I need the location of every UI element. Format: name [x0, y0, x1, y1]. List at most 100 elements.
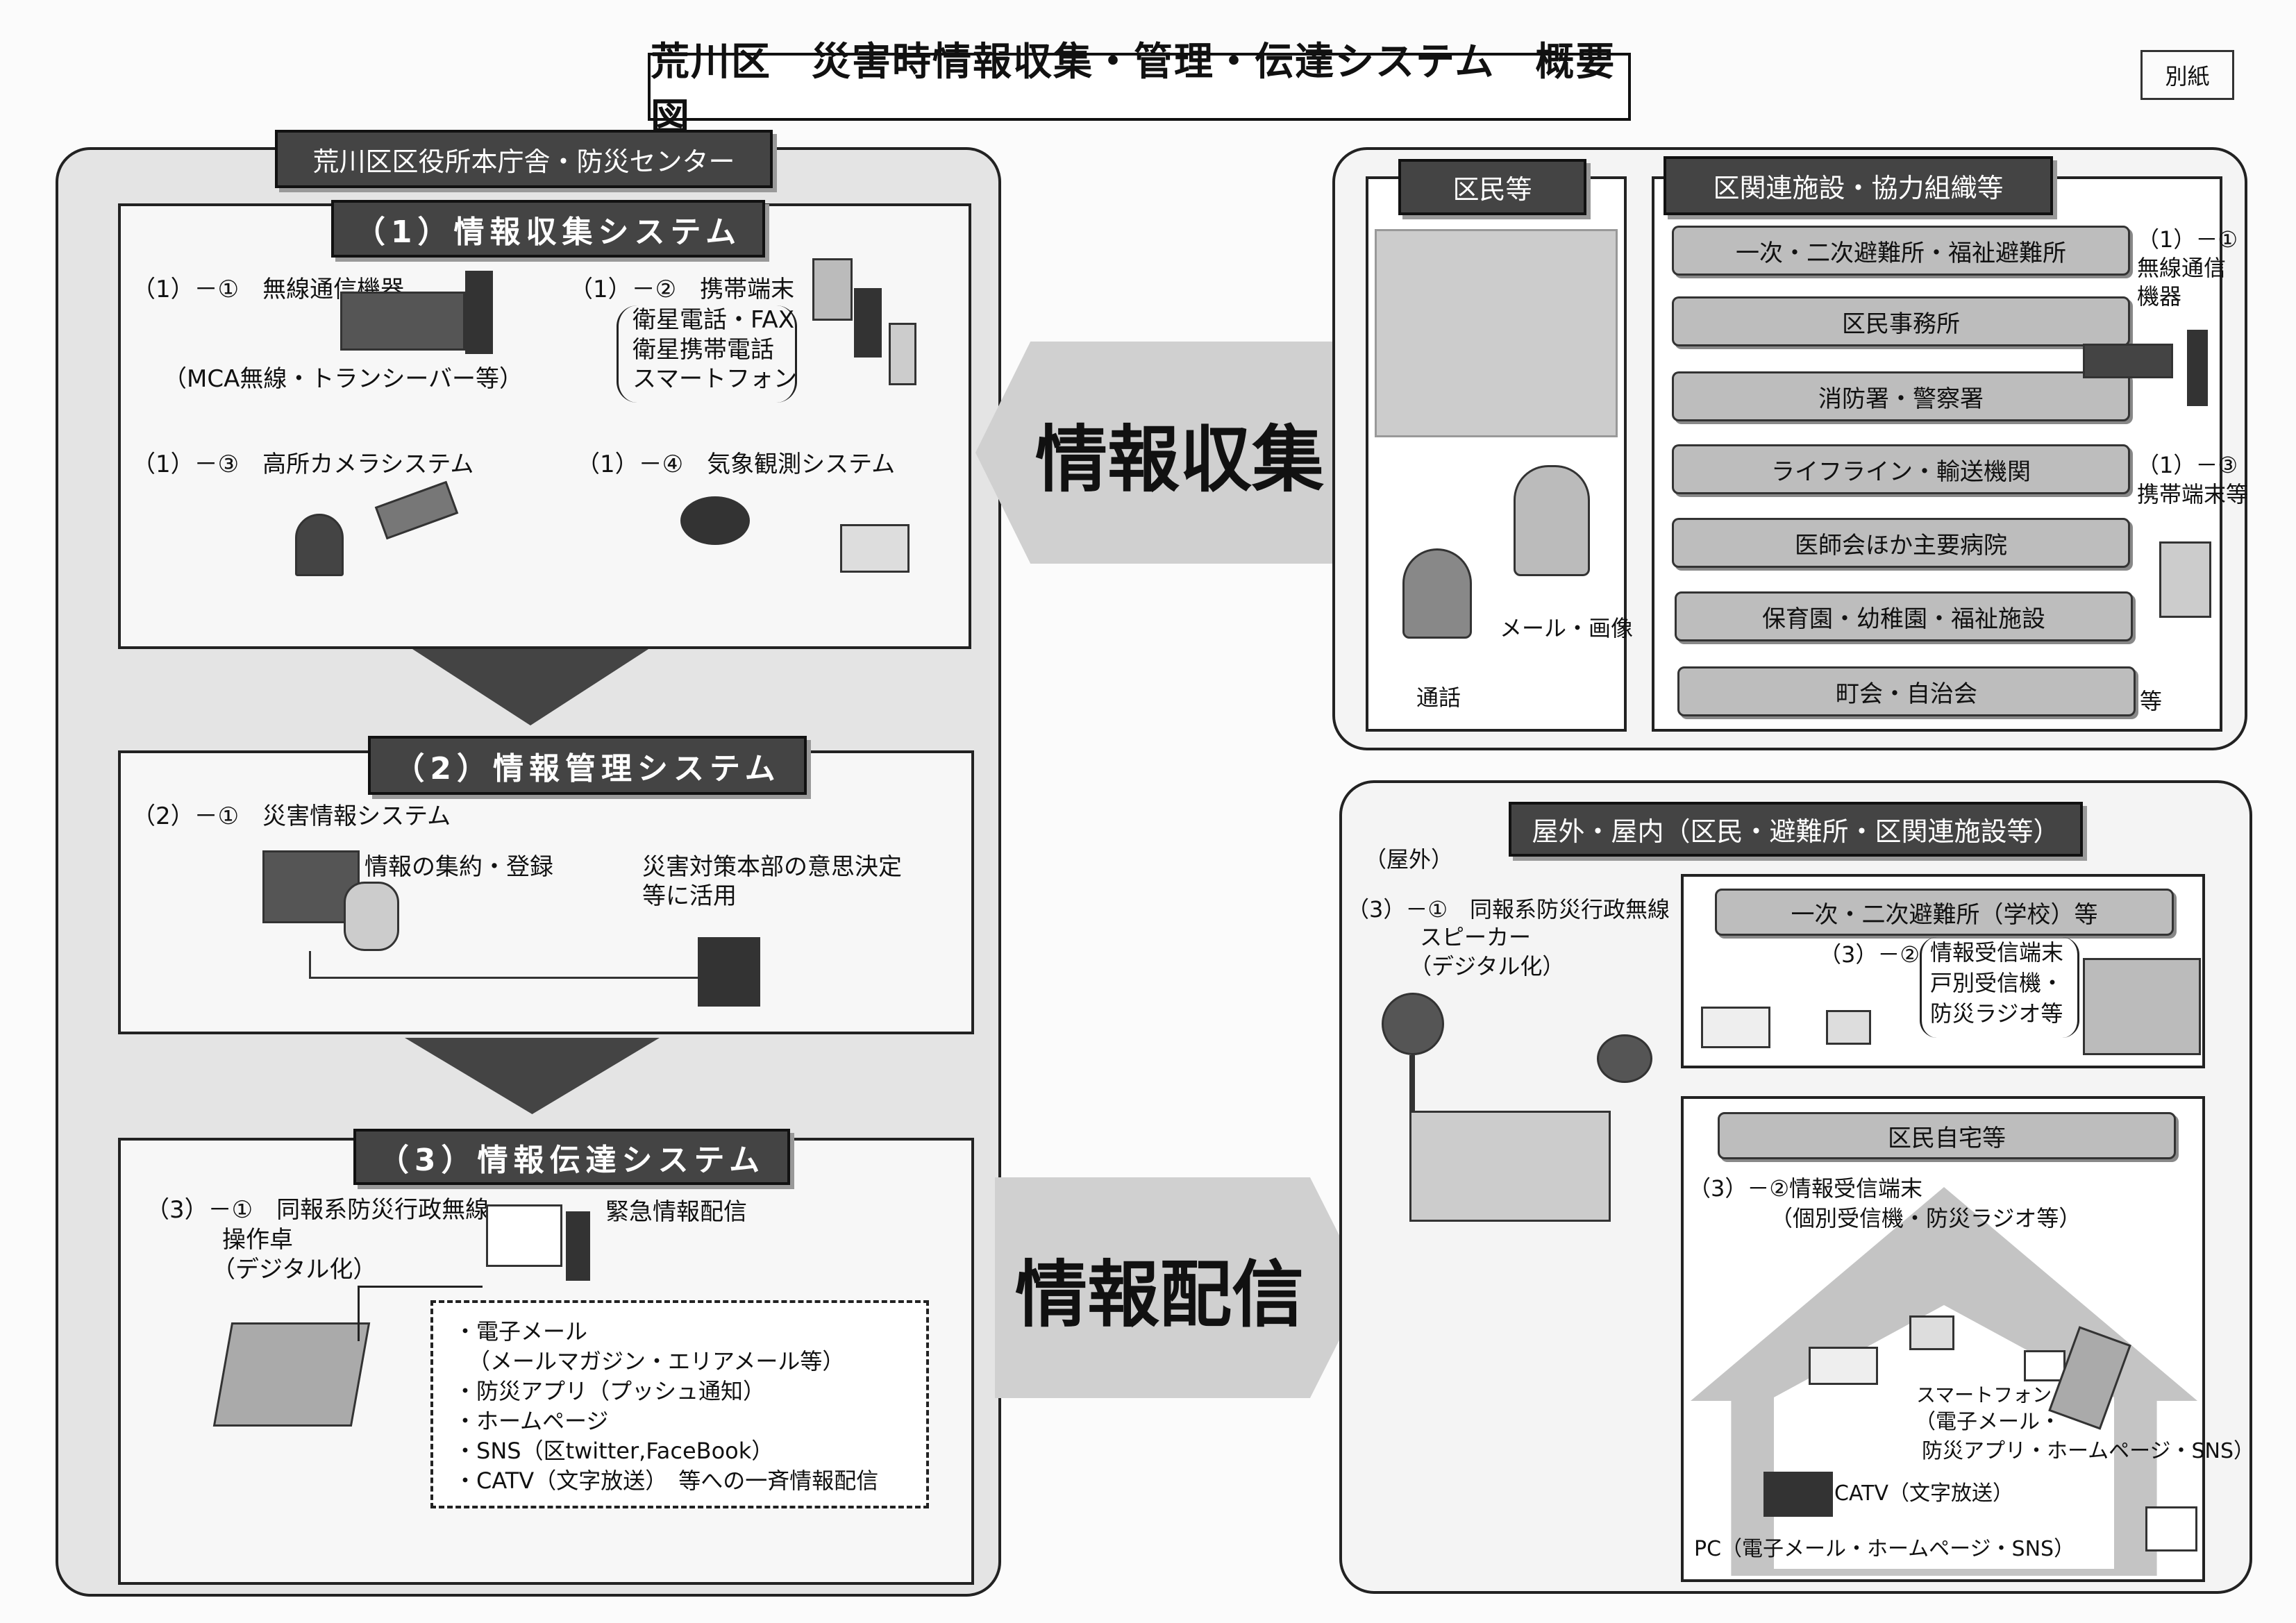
fax-phone-icon — [812, 258, 853, 321]
broadcast-console-label-2: 操作卓 — [222, 1226, 293, 1254]
note-radio-2: 無線通信 — [2137, 255, 2227, 281]
facility-childcare-welfare: 保育園・幼稚園・福祉施設 — [1675, 591, 2133, 641]
desktop-pc-icon — [486, 1204, 562, 1267]
smartphone-uses-1: （電子メール・ — [1915, 1410, 2061, 1434]
speaker-label-3: （デジタル化） — [1409, 953, 1565, 979]
delivery-arrow: 情報配信 — [995, 1177, 1366, 1398]
shelter-terminal-list: 情報受信端末 戸別受信機・ 防災ラジオ等 — [1920, 937, 2079, 1038]
houses-icon — [1409, 1111, 1611, 1222]
home-terminal-label-1: （3）－②情報受信端末 — [1689, 1175, 1923, 1202]
radio-equipment-note: （MCA無線・トランシーバー等） — [163, 365, 523, 393]
disaster-radio-icon — [1826, 1010, 1871, 1045]
facility-ward-office: 区民事務所 — [1672, 296, 2130, 346]
channel-homepage: ・ホームページ — [454, 1408, 609, 1434]
console-connector-line — [358, 1286, 483, 1341]
smartphone-uses-2: 防災アプリ・ホームページ・SNS） — [1922, 1439, 2255, 1463]
outdoor-indoor-header: 屋外・屋内（区民・避難所・区関連施設等） — [1509, 802, 2083, 857]
note-radio-1: （1）－① — [2137, 226, 2238, 253]
decision-use-line2: 等に活用 — [642, 882, 737, 910]
school-icon — [2083, 958, 2201, 1055]
home-pill: 区民自宅等 — [1718, 1112, 2176, 1159]
household-receiver-icon — [1701, 1007, 1770, 1048]
weathervane-icon — [680, 496, 750, 545]
channel-catv: ・CATV（文字放送） 等への一斉情報配信 — [454, 1468, 879, 1494]
residents-header: 区民等 — [1398, 159, 1586, 215]
speaker-label-1: （3）－① 同報系防災行政無線 — [1347, 896, 1670, 923]
disaster-scene-icon — [1375, 229, 1618, 437]
city-hall-header: 荒川区区役所本庁舎・防災センター — [275, 130, 773, 188]
satellite-mobile-phone: 衛星携帯電話 — [632, 335, 774, 364]
satellite-phone-fax: 衛星電話・FAX — [632, 306, 794, 334]
facilities-header: 区関連施設・協力組織等 — [1664, 156, 2053, 215]
shelter-terminal-label: （3）－② — [1819, 941, 1920, 968]
collection-arrow-label: 情報収集 — [1034, 417, 1324, 502]
monitor-icon — [262, 850, 360, 923]
email-envelope-icon — [2024, 1350, 2065, 1381]
facility-fire-police: 消防署・警察署 — [1672, 371, 2130, 421]
speaker-label-2: スピーカー — [1420, 924, 1532, 950]
note-mobile-2: 携帯端末等 — [2137, 481, 2249, 507]
management-system-title: （2）情報管理システム — [368, 736, 807, 795]
database-icon — [344, 882, 399, 951]
connector-line — [309, 951, 698, 979]
collection-system-title: （1）情報収集システム — [331, 200, 765, 258]
server-terminal-icon — [698, 937, 760, 1007]
channel-sns: ・SNS（区twitter,FaceBook） — [454, 1438, 774, 1464]
handheld-radio-icon-2 — [2187, 330, 2208, 406]
household-receiver: 戸別受信機・ — [1930, 970, 2064, 996]
catv-label: CATV（文字放送） — [1834, 1481, 2013, 1506]
home-pc-icon — [2145, 1506, 2197, 1551]
handheld-radio-icon — [465, 271, 493, 354]
laptop-icon — [840, 524, 910, 573]
facility-lifeline-transport: ライフライン・輸送機関 — [1672, 444, 2130, 494]
channel-app: ・防災アプリ（プッシュ通知） — [454, 1378, 766, 1404]
mail-image-label: メール・画像 — [1500, 615, 1634, 641]
smartphone-icon — [889, 323, 916, 385]
radio-transceiver-icon — [340, 292, 465, 351]
household-receiver-icon-2 — [1809, 1347, 1878, 1385]
high-camera-label: （1）－③ 高所カメラシステム — [132, 451, 474, 478]
attachment-label: 別紙 — [2140, 50, 2234, 100]
disaster-info-system-label: （2）－① 災害情報システム — [132, 802, 451, 830]
home-terminal-label-2: （個別受信機・防災ラジオ等） — [1770, 1205, 2081, 1231]
emergency-delivery-label: 緊急情報配信 — [605, 1198, 747, 1226]
mobile-terminal-label: （1）－② 携帯端末 — [569, 276, 795, 303]
channel-email: ・電子メール — [454, 1318, 588, 1345]
mobile-terminal-list: 衛星電話・FAX 衛星携帯電話 スマートフォン — [617, 305, 797, 403]
fire-icon — [295, 514, 344, 576]
call-label: 通話 — [1416, 684, 1461, 711]
weather-system-label: （1）－④ 気象観測システム — [576, 451, 896, 478]
pc-tower-icon — [566, 1211, 590, 1281]
decision-use-line1: 災害対策本部の意思決定 — [642, 853, 902, 881]
person-calling-icon — [1402, 548, 1472, 639]
shelter-pill: 一次・二次避難所（学校）等 — [1715, 889, 2174, 936]
tv-icon — [1763, 1472, 1833, 1517]
satellite-phone-icon — [854, 288, 882, 358]
info-receiver: 情報受信端末 — [1930, 939, 2064, 966]
aggregate-register-label: 情報の集約・登録 — [364, 853, 553, 881]
collection-arrow: 情報収集 — [975, 342, 1342, 564]
smartphone-icon-2 — [2159, 541, 2211, 618]
page-title: 荒川区 災害時情報収集・管理・伝達システム 概要図 — [648, 40, 1631, 141]
facility-hospitals: 医師会ほか主要病院 — [1672, 518, 2130, 568]
radio-equipment-icon — [2083, 344, 2173, 378]
management-system-box — [118, 750, 974, 1034]
note-mobile-1: （1）－③ — [2137, 452, 2238, 478]
pc-label: PC（電子メール・ホームページ・SNS） — [1694, 1537, 2075, 1561]
transmission-system-title: （3）情報伝達システム — [353, 1129, 790, 1185]
facility-neighborhood-assoc: 町会・自治会 — [1677, 666, 2136, 716]
console-desk-icon — [212, 1322, 371, 1427]
disaster-radio-icon-2 — [1909, 1315, 1954, 1350]
note-radio-3: 機器 — [2137, 283, 2182, 310]
facility-shelters: 一次・二次避難所・福祉避難所 — [1672, 226, 2130, 276]
person-phone-photo-icon — [1514, 465, 1590, 576]
delivery-channels-list: ・電子メール （メールマガジン・エリアメール等） ・防災アプリ（プッシュ通知） … — [430, 1300, 929, 1508]
broadcast-console-label-3: （デジタル化） — [212, 1256, 377, 1284]
channel-email-detail: （メールマガジン・エリアメール等） — [468, 1348, 845, 1374]
outdoor-label: （屋外） — [1364, 846, 1454, 873]
etc-label: 等 — [2140, 688, 2163, 714]
loudspeaker-icon — [1382, 993, 1444, 1055]
loudspeaker-icon-2 — [1597, 1034, 1652, 1083]
disaster-radio: 防災ラジオ等 — [1930, 1000, 2063, 1027]
broadcast-console-label: （3）－① 同報系防災行政無線 — [146, 1196, 489, 1224]
